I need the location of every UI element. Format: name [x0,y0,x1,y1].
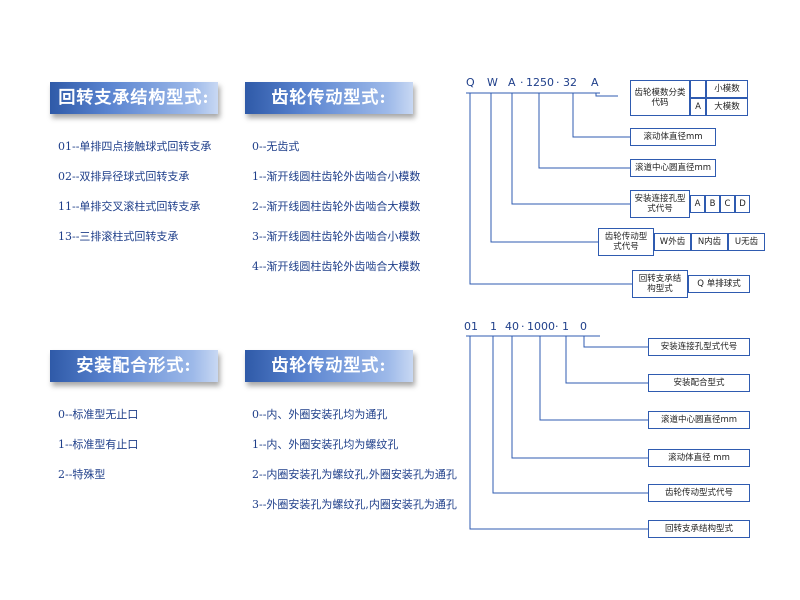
module-option-empty [690,80,706,98]
code-separator: · [521,320,525,333]
gear-hole-type-header: 齿轮传动型式: [245,350,413,382]
code-roller-diameter: 40 [505,320,519,333]
mount-hole-option-a: A [690,195,705,213]
list-item: 13--三排滚柱式回转支承 [58,230,179,243]
mounting-type-header: 安装配合形式: [50,350,218,382]
structure-type-box: 回转支承结构型式 [648,520,750,538]
list-item: 1--渐开线圆柱齿轮外齿啮合小模数 [252,170,421,183]
code-separator: · [555,320,559,333]
gear-hole-type-list: 0--内、外圈安装孔均为通孔 1--内、外圈安装孔均为螺纹孔 2--内圈安装孔为… [252,408,457,528]
gear-type-box: 齿轮传动型式代号 [648,484,750,502]
mount-hole-option-b: B [705,195,720,213]
gear-type-list: 0--无齿式 1--渐开线圆柱齿轮外齿啮合小模数 2--渐开线圆柱齿轮外齿啮合大… [252,140,420,290]
code-raceway-diameter: 1250 [526,76,554,89]
structure-label-box: 回转支承结构型式 [632,270,688,298]
mount-hole-label-box: 安装连接孔型式代号 [630,190,690,218]
list-item: 1--标准型有止口 [58,438,139,451]
list-item: 2--特殊型 [58,468,106,481]
structure-type-header: 回转支承结构型式: [50,82,218,114]
module-label-box: 齿轮模数分类代码 [630,80,690,116]
code-char-q: Q [466,76,475,89]
list-item: 3--渐开线圆柱齿轮外齿啮合小模数 [252,230,421,243]
raceway-diameter-box: 滚道中心圆直径mm [648,411,750,429]
mounting-type-box: 安装配合型式 [648,374,750,392]
code-roller-diameter: 32 [563,76,577,89]
code-mounting-type: 1 [562,320,569,333]
list-item: 0--标准型无止口 [58,408,139,421]
mount-hole-type-box: 安装连接孔型式代号 [648,338,750,356]
list-item: 02--双排异径球式回转支承 [58,170,190,183]
gear-option-internal: N内齿 [691,233,728,251]
code-module: A [591,76,599,89]
code-separator: · [556,76,560,89]
module-option-small: 小模数 [706,80,748,98]
list-item: 2--内圈安装孔为螺纹孔,外圈安装孔为通孔 [252,468,457,481]
code-char-a: A [508,76,516,89]
roller-diameter-box: 滚动体直径mm [630,128,716,146]
mounting-type-list: 0--标准型无止口 1--标准型有止口 2--特殊型 [58,408,138,498]
code-mount-hole-type: 0 [580,320,587,333]
list-item: 11--单排交叉滚柱式回转支承 [58,200,201,213]
list-item: 3--外圈安装孔为螺纹孔,内圈安装孔为通孔 [252,498,457,511]
list-item: 1--内、外圈安装孔均为螺纹孔 [252,438,399,451]
list-item: 0--内、外圈安装孔均为通孔 [252,408,388,421]
raceway-diameter-box: 滚道中心圆直径mm [630,159,716,177]
structure-option-box: Q 单排球式 [688,275,750,293]
roller-diameter-box: 滚动体直径 mm [648,449,750,467]
module-option-a: A [690,98,706,116]
gear-option-external: W外齿 [654,233,691,251]
code-gear-type: 1 [490,320,497,333]
gear-type-header: 齿轮传动型式: [245,82,413,114]
gear-option-none: U无齿 [728,233,765,251]
structure-type-list: 01--单排四点接触球式回转支承 02--双排异径球式回转支承 11--单排交叉… [58,140,211,260]
mount-hole-option-c: C [720,195,735,213]
mount-hole-option-d: D [735,195,750,213]
list-item: 4--渐开线圆柱齿轮外齿啮合大模数 [252,260,421,273]
module-option-large: 大模数 [706,98,748,116]
list-item: 0--无齿式 [252,140,300,153]
code-separator: · [520,76,524,89]
list-item: 01--单排四点接触球式回转支承 [58,140,212,153]
code-char-w: W [487,76,498,89]
gear-label-box: 齿轮传动型式代号 [598,228,654,256]
code-structure-type: 01 [464,320,478,333]
list-item: 2--渐开线圆柱齿轮外齿啮合大模数 [252,200,421,213]
code-raceway-diameter: 1000 [527,320,555,333]
